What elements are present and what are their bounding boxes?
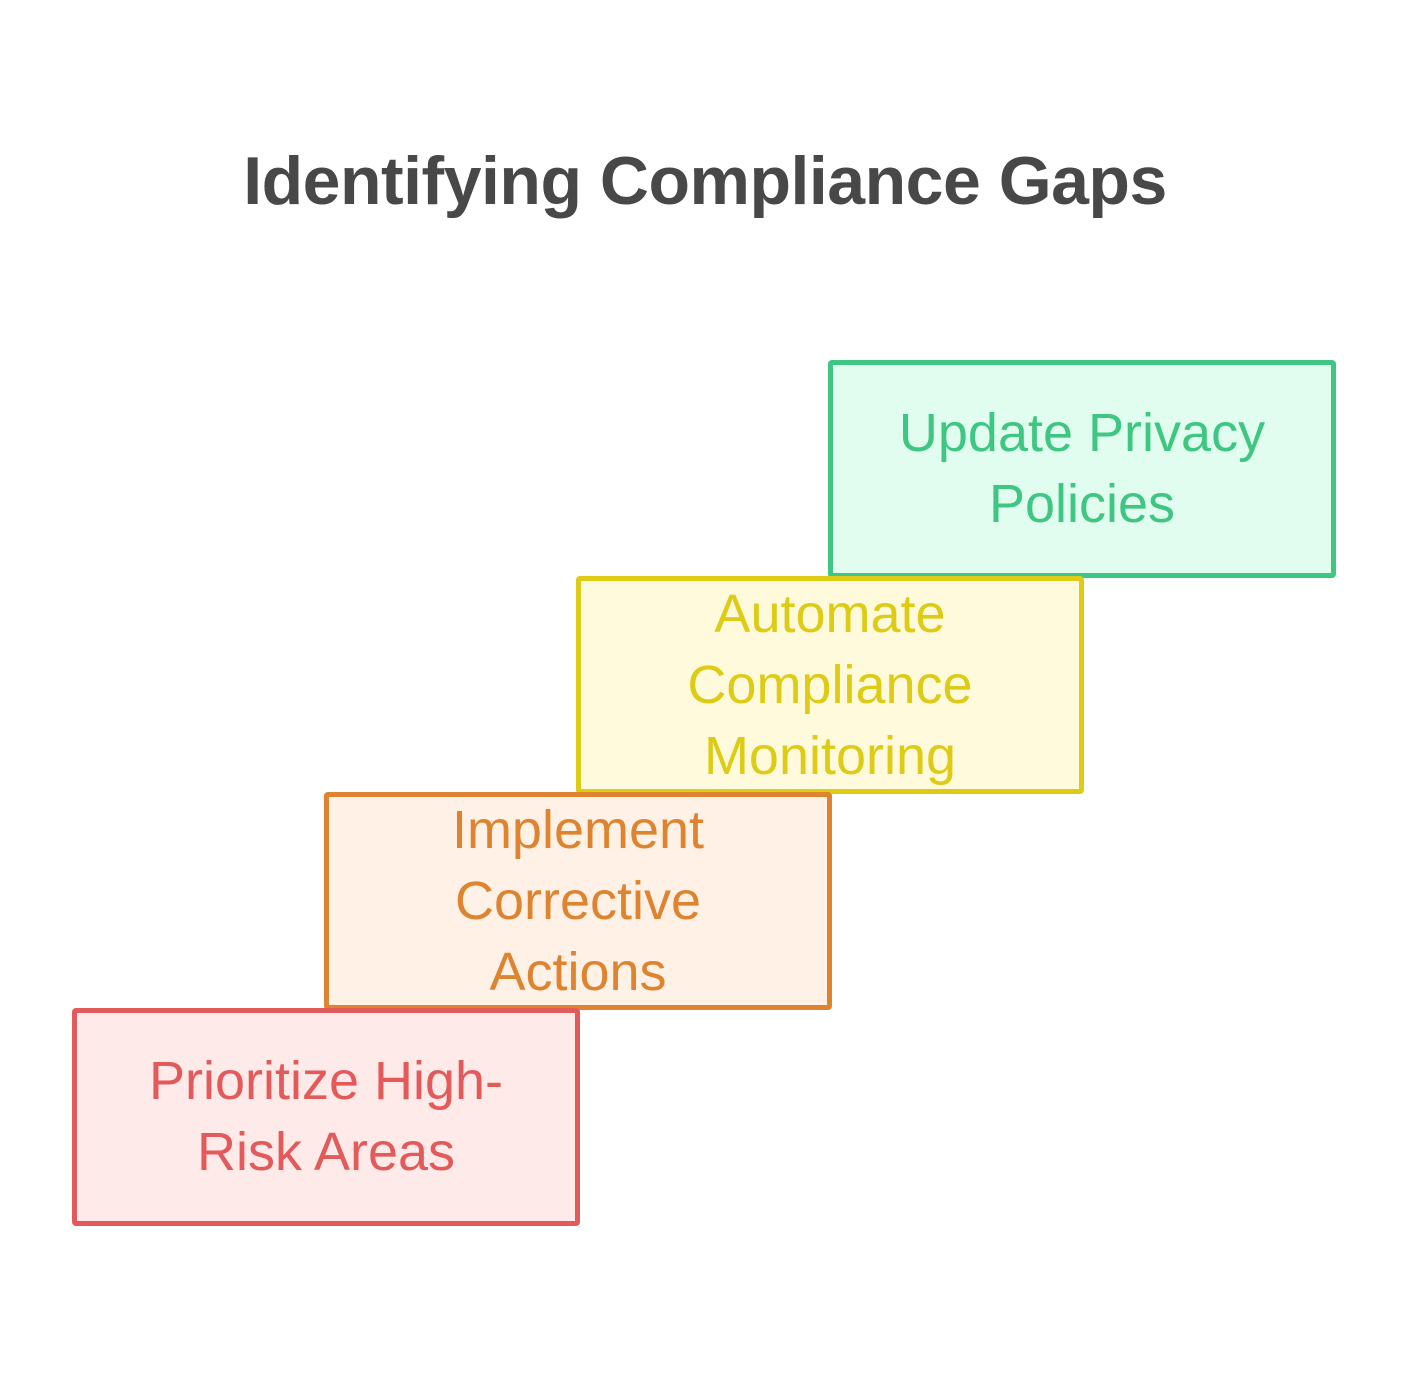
step-box-prioritize-high-risk-areas: Prioritize High-Risk Areas (72, 1008, 580, 1226)
step-label: Implement Corrective Actions (451, 799, 705, 1002)
step-box-update-privacy-policies: Update Privacy Policies (828, 360, 1336, 578)
diagram-title: Identifying Compliance Gaps (243, 143, 1167, 219)
step-box-automate-compliance-monitoring: Automate Compliance Monitoring (576, 576, 1084, 794)
step-label: Prioritize High-Risk Areas (148, 1051, 504, 1182)
step-label: Automate Compliance Monitoring (687, 583, 973, 786)
step-label: Update Privacy Policies (898, 403, 1266, 534)
step-box-implement-corrective-actions: Implement Corrective Actions (324, 792, 832, 1010)
